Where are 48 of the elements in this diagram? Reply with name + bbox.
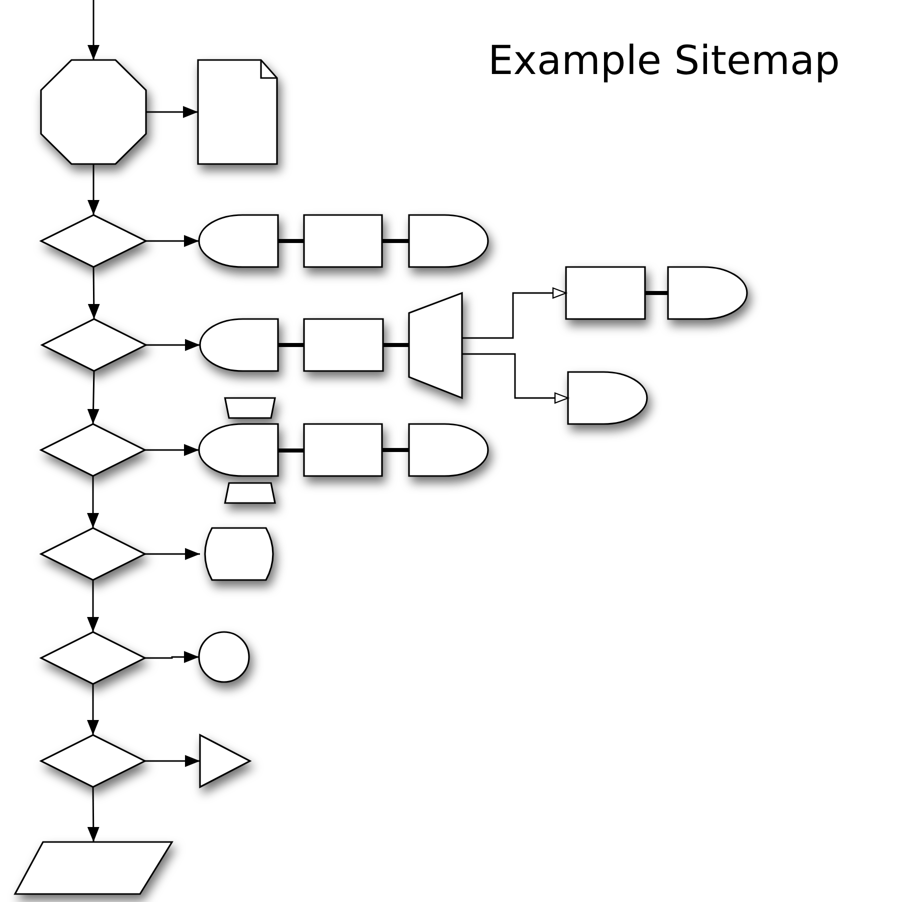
arrow [87, 476, 99, 528]
circle-shape [199, 632, 249, 682]
delay-shape [668, 267, 747, 319]
connector-line [278, 448, 304, 452]
diagram-title: Example Sitemap [488, 38, 840, 84]
box-shape [304, 215, 382, 267]
arrow [146, 106, 198, 118]
arrow [88, 164, 100, 215]
diamond-shape [41, 424, 145, 476]
connector-line [382, 448, 409, 452]
connector-line [382, 239, 409, 243]
display-shape [200, 319, 278, 371]
diamond-shape [41, 215, 146, 267]
arrow [145, 444, 199, 456]
arrow [145, 755, 200, 767]
arrow [462, 287, 567, 339]
connector-line [383, 343, 409, 347]
arrow [87, 580, 99, 632]
arrow [87, 370, 100, 424]
diamond-shape [41, 735, 145, 787]
diamond-shape [41, 528, 145, 580]
connector-line [645, 291, 668, 295]
delay-shape [568, 372, 647, 424]
arrow [88, 0, 100, 60]
arrow [88, 267, 100, 319]
arrow [87, 787, 100, 842]
arrow [462, 353, 569, 404]
display-shape [199, 215, 278, 267]
trapezoid-shape [409, 293, 462, 398]
camera-shape [199, 398, 278, 503]
triangle-shape [200, 735, 250, 787]
box-shape [304, 424, 382, 476]
arrow [146, 339, 200, 351]
arrow [87, 684, 99, 735]
diamond-shape [42, 319, 146, 371]
box-shape [566, 267, 645, 319]
octagon-shape [41, 60, 146, 164]
box-shape [304, 319, 383, 371]
connector-line [278, 239, 304, 243]
delay-shape [409, 215, 488, 267]
delay-shape [409, 424, 488, 476]
document-shape [198, 60, 277, 164]
arrow [146, 235, 199, 247]
diamond-shape [41, 632, 145, 684]
parallelogram-shape [15, 842, 172, 894]
arrow [145, 548, 200, 560]
connector-line [278, 343, 304, 347]
arrow [145, 651, 199, 663]
